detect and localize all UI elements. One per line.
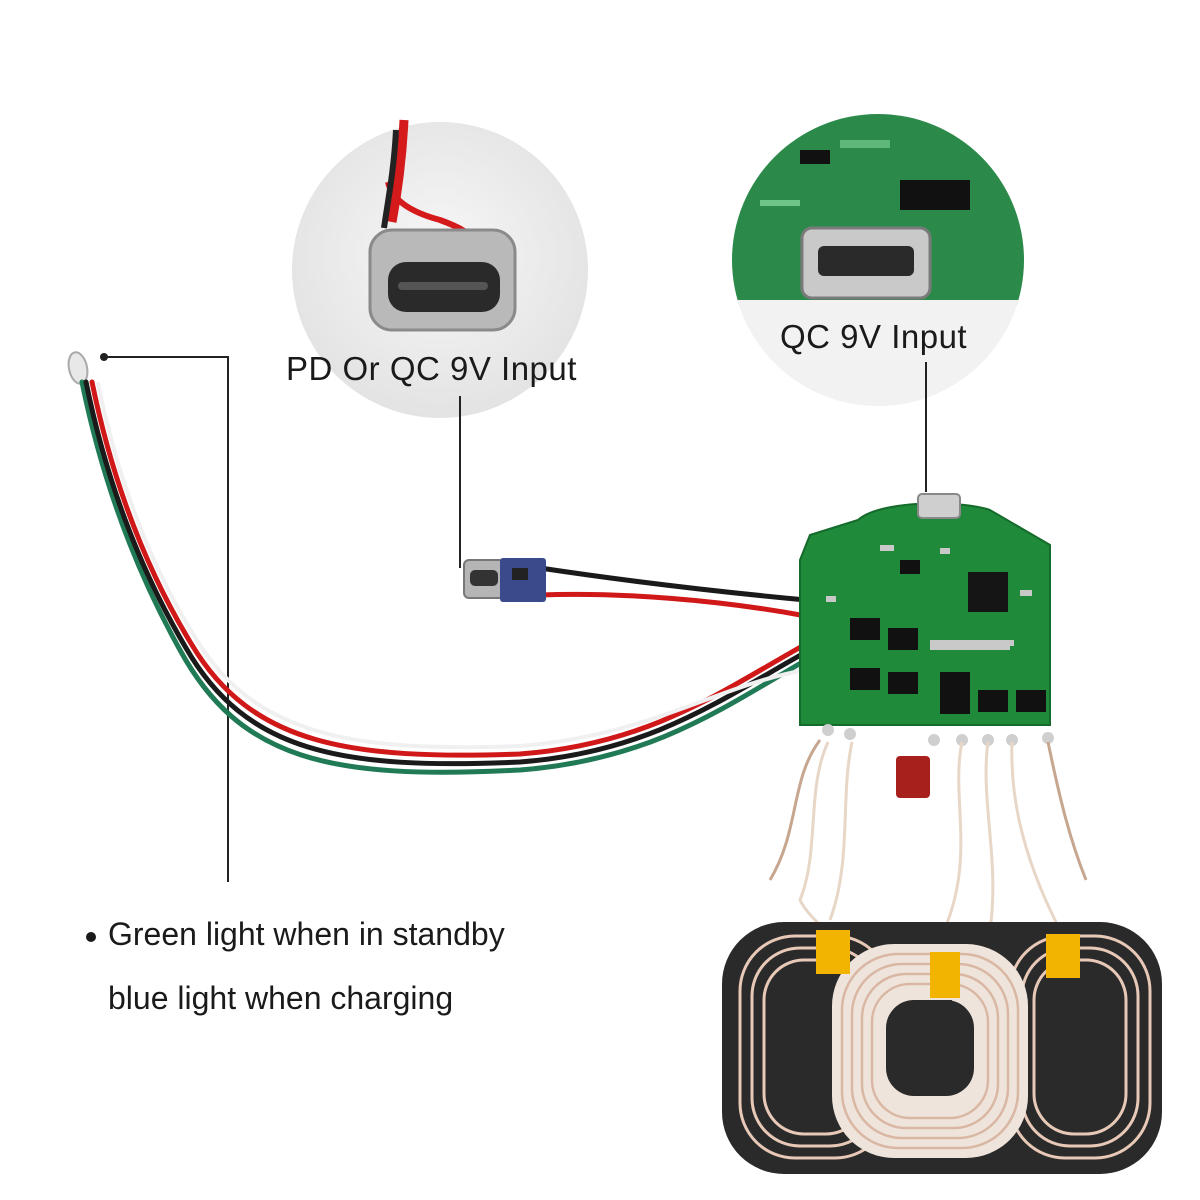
usb-c-closeup-inset: [292, 119, 588, 418]
qc-input-label: QC 9V Input: [780, 318, 968, 355]
tape-strips: [816, 930, 1080, 998]
wireless-charging-coils: [722, 922, 1162, 1174]
standby-note-text: Green light when in standby: [108, 916, 505, 952]
leader-lines: [104, 356, 927, 882]
charging-note: blue light when charging: [108, 980, 454, 1016]
standby-note: Green light when in standby: [86, 916, 505, 953]
capacitor: [896, 756, 930, 798]
pd-input-label: PD Or QC 9V Input: [286, 350, 577, 387]
main-pcb: [799, 493, 1054, 746]
micro-usb-closeup-inset: [732, 114, 1024, 406]
pd-trigger-board: [463, 558, 546, 602]
bullet-icon: [86, 931, 96, 942]
wires: [79, 379, 809, 775]
